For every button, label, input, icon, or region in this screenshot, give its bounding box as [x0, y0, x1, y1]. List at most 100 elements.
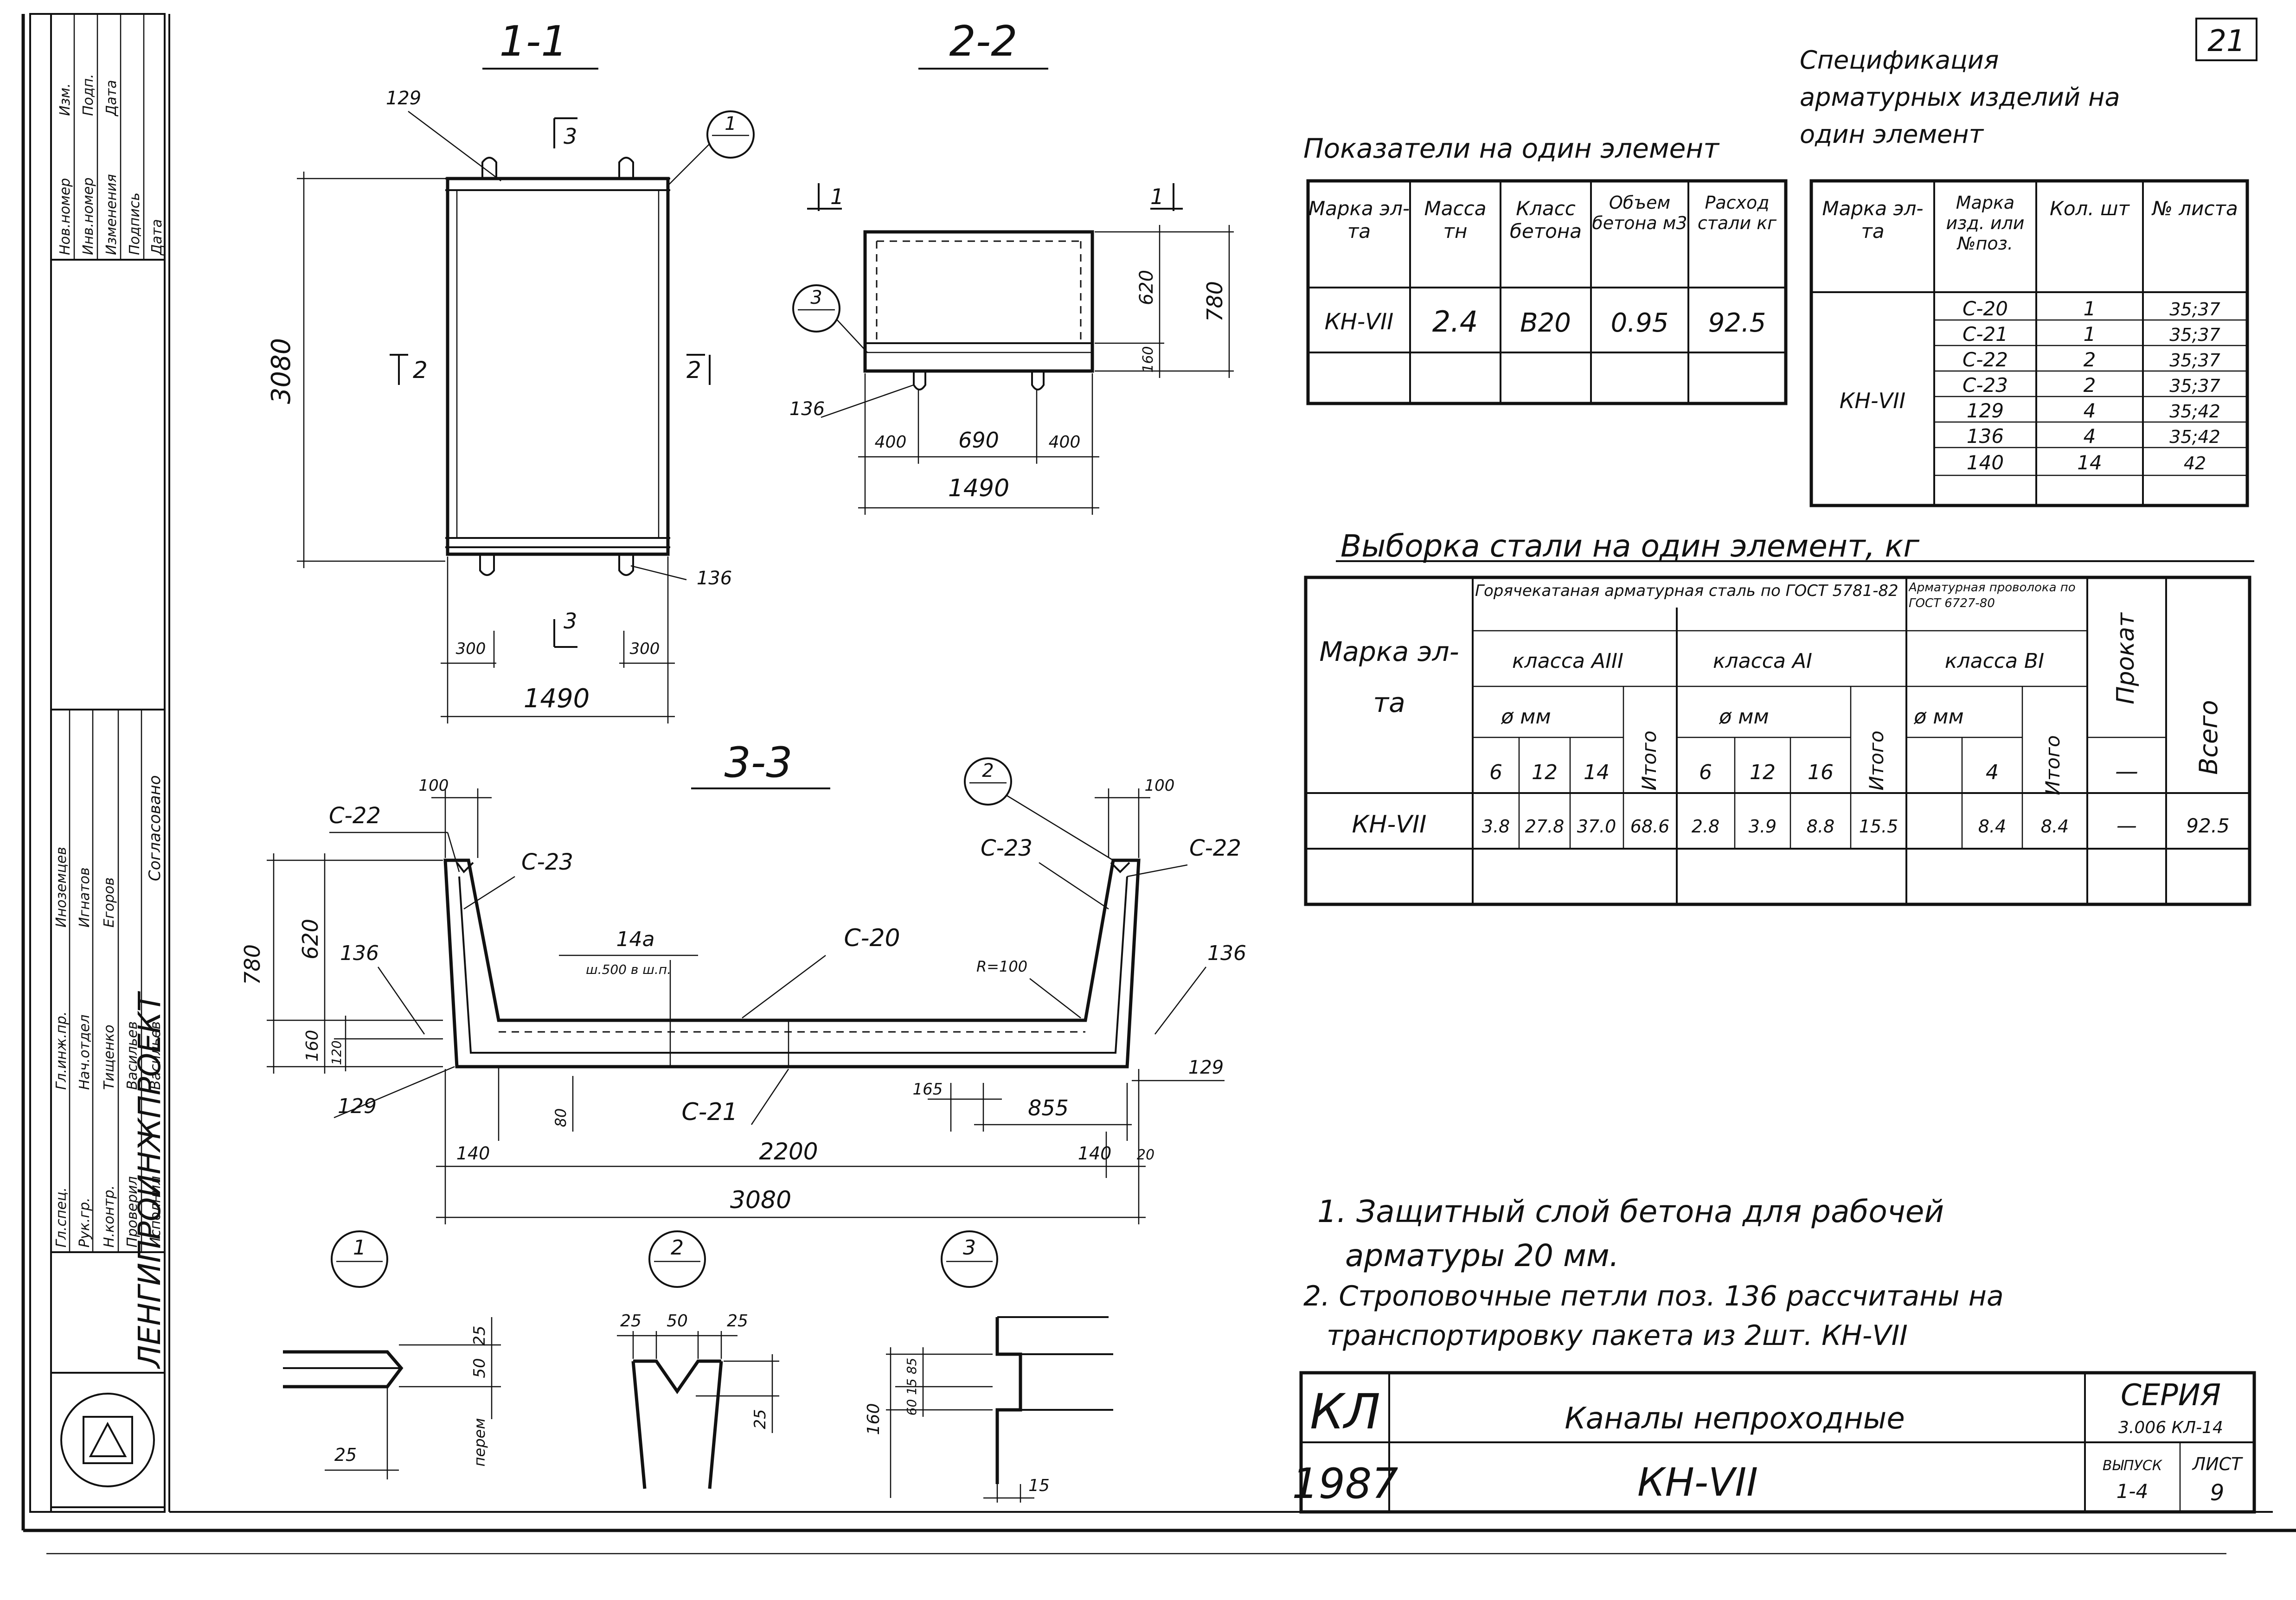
steel-row-a3-1: 3.8	[1482, 816, 1510, 837]
detail-node-3: 3 160 60 15 85 15	[864, 1230, 1113, 1503]
indicators-table: Показатели на один элемент Марка эл-та М…	[1303, 133, 1788, 405]
stamp-vlabel-5: Дата	[149, 219, 165, 256]
title-sheet-value: 9	[2210, 1480, 2225, 1506]
spec-sheet: 42	[2184, 453, 2206, 474]
stamp-name-5: Игнатов	[77, 867, 93, 928]
view-3-3-d-20: 20	[1137, 1147, 1154, 1163]
indicators-cell-class: В20	[1520, 308, 1571, 338]
stamp-row-1: Гл.спец.	[53, 1187, 70, 1248]
view-2-2-d-690: 690	[958, 428, 999, 453]
steel-diam-b1: ø мм	[1913, 705, 1963, 729]
steel-row-a3-3: 37.0	[1577, 816, 1616, 837]
view-3-3-pos-140-note: ш.500 в ш.п.	[586, 962, 671, 977]
view-3-3-pos-136-left: 136	[340, 941, 379, 965]
steel-diam-a3: ø мм	[1501, 705, 1551, 729]
steel-header-hot-rolled: Горячекатаная арматурная сталь по ГОСТ 5…	[1475, 582, 1898, 600]
page-number: 21	[2207, 24, 2245, 58]
view-2-2-d-400-left: 400	[875, 433, 907, 452]
view-3-3-node-2: 2	[982, 760, 994, 781]
view-2-2-h-780: 780	[1202, 281, 1227, 322]
specification-row: С-21 1 35;37	[1963, 323, 2220, 346]
view-1-1-dim-300-left: 300	[456, 640, 486, 658]
spec-item: С-23	[1963, 374, 2008, 397]
stamp-vlabel-2: Инв.номер	[80, 178, 96, 255]
spec-item: 129	[1967, 399, 2004, 422]
view-section-3-3: 3-3 100 100 780 620 160 120 С-22	[240, 738, 1246, 1224]
spec-qty: 2	[2084, 374, 2096, 397]
steel-total-a3-header: Итого	[1638, 730, 1661, 790]
stamp-row-6: Гл.инж.пр.	[53, 1011, 70, 1090]
specification-title: Спецификация арматурных изделий на один …	[1800, 45, 2120, 149]
title-issue-label: ВЫПУСК	[2103, 1458, 2163, 1474]
steel-row-b1-total: 8.4	[2041, 816, 2069, 837]
steel-a3-d1: 6	[1489, 761, 1502, 784]
detail-3-h-sub: 60 15 85	[904, 1358, 919, 1416]
note-2-cont: транспортировку пакета из 2шт. КН-VII	[1327, 1319, 1908, 1352]
specification-row: С-20 1 35;37	[1963, 297, 2220, 320]
note-1-cont: арматуры 20 мм.	[1345, 1238, 1619, 1274]
detail-2-d-25-right: 25	[727, 1312, 748, 1331]
detail-1-note: перем	[471, 1418, 488, 1467]
title-year: 1987	[1292, 1459, 1398, 1508]
note-1: 1. Защитный слой бетона для рабочей	[1317, 1194, 1944, 1229]
view-2-2-node-3: 3	[810, 287, 822, 308]
view-1-1-cut-3-bottom: 3	[564, 608, 577, 634]
detail-node-2: 2 25 50 25 25	[617, 1230, 779, 1489]
title-name: Каналы непроходные	[1565, 1402, 1905, 1436]
view-3-3-pos-129-right: 129	[1188, 1057, 1224, 1078]
view-2-2-h-160: 160	[1140, 346, 1156, 372]
steel-header-wire: Арматурная проволока по ГОСТ 6727-80	[1909, 581, 2076, 610]
stamp-row-5: Исполнил	[148, 1176, 164, 1248]
steel-row-a1-1: 2.8	[1692, 816, 1719, 837]
view-2-2-total-1490: 1490	[948, 474, 1009, 502]
indicators-cell-mass: 2.4	[1432, 305, 1478, 339]
view-3-3-c23-left: С-23	[521, 849, 573, 875]
view-1-1-node-1: 1	[725, 113, 736, 134]
detail-1-label: 1	[353, 1236, 366, 1260]
view-1-1-height: 3080	[266, 338, 296, 404]
title-issue-value: 1-4	[2116, 1480, 2148, 1503]
view-3-3-h-780: 780	[240, 944, 265, 985]
notes: 1. Защитный слой бетона для рабочей арма…	[1303, 1194, 2004, 1352]
steel-class-b1: класса ВI	[1945, 649, 2044, 673]
view-3-3-h-160: 160	[303, 1030, 322, 1062]
spec-sheet: 35;37	[2169, 325, 2220, 345]
detail-3-d-15: 15	[1028, 1476, 1050, 1495]
steel-rolled-dash: —	[2115, 758, 2138, 785]
stamp-name-1: Тищенко	[101, 1024, 117, 1090]
title-mark: КН-VII	[1637, 1459, 1758, 1505]
steel-rolled-header: Прокат	[2112, 612, 2140, 704]
spec-sheet: 35;37	[2169, 350, 2220, 371]
org-logo	[60, 1393, 155, 1487]
stamp-row-2: Рук.гр.	[77, 1197, 93, 1248]
specification-header-qty: Кол. шт	[2050, 197, 2129, 220]
view-3-3-d-100-left: 100	[419, 776, 449, 795]
view-1-1-dim-300-right: 300	[630, 640, 660, 658]
steel-row-rolled: —	[2116, 814, 2137, 838]
view-2-2-h-620: 620	[1136, 270, 1157, 305]
view-3-3-d-100-right: 100	[1145, 776, 1175, 795]
specification-row: С-23 2 35;37	[1963, 374, 2220, 397]
steel-grand-header: Всего	[2194, 700, 2223, 774]
view-1-1-cut-2-left: 2	[413, 357, 428, 384]
specification-row: С-22 2 35;37	[1963, 348, 2220, 371]
detail-1-d-25-bottom: 25	[334, 1445, 357, 1465]
indicators-header-volume: Объем бетона м3	[1592, 192, 1687, 233]
view-2-2-cut-1-right: 1	[1150, 184, 1164, 209]
specification-table: Спецификация арматурных изделий на один …	[1800, 45, 2249, 507]
steel-row-a1-total: 15.5	[1859, 816, 1898, 837]
spec-sheet: 35;37	[2169, 299, 2220, 320]
spec-sheet: 35;42	[2169, 427, 2220, 447]
title-sheet-label: ЛИСТ	[2192, 1454, 2244, 1474]
stamp-vlabel-3: Изменения	[103, 174, 120, 255]
steel-a3-d2: 12	[1532, 761, 1558, 784]
steel-row-a3-total: 68.6	[1630, 816, 1670, 837]
title-code: КЛ	[1310, 1383, 1380, 1440]
steel-a1-d3: 16	[1808, 761, 1834, 784]
view-3-3-d-140-left: 140	[456, 1143, 490, 1164]
indicators-header-mass: Масса тн	[1424, 197, 1487, 243]
view-3-3-c22-left: С-22	[329, 803, 381, 829]
stamp-row-4: Проверил	[124, 1176, 141, 1248]
view-3-3-h-80: 80	[552, 1108, 570, 1127]
